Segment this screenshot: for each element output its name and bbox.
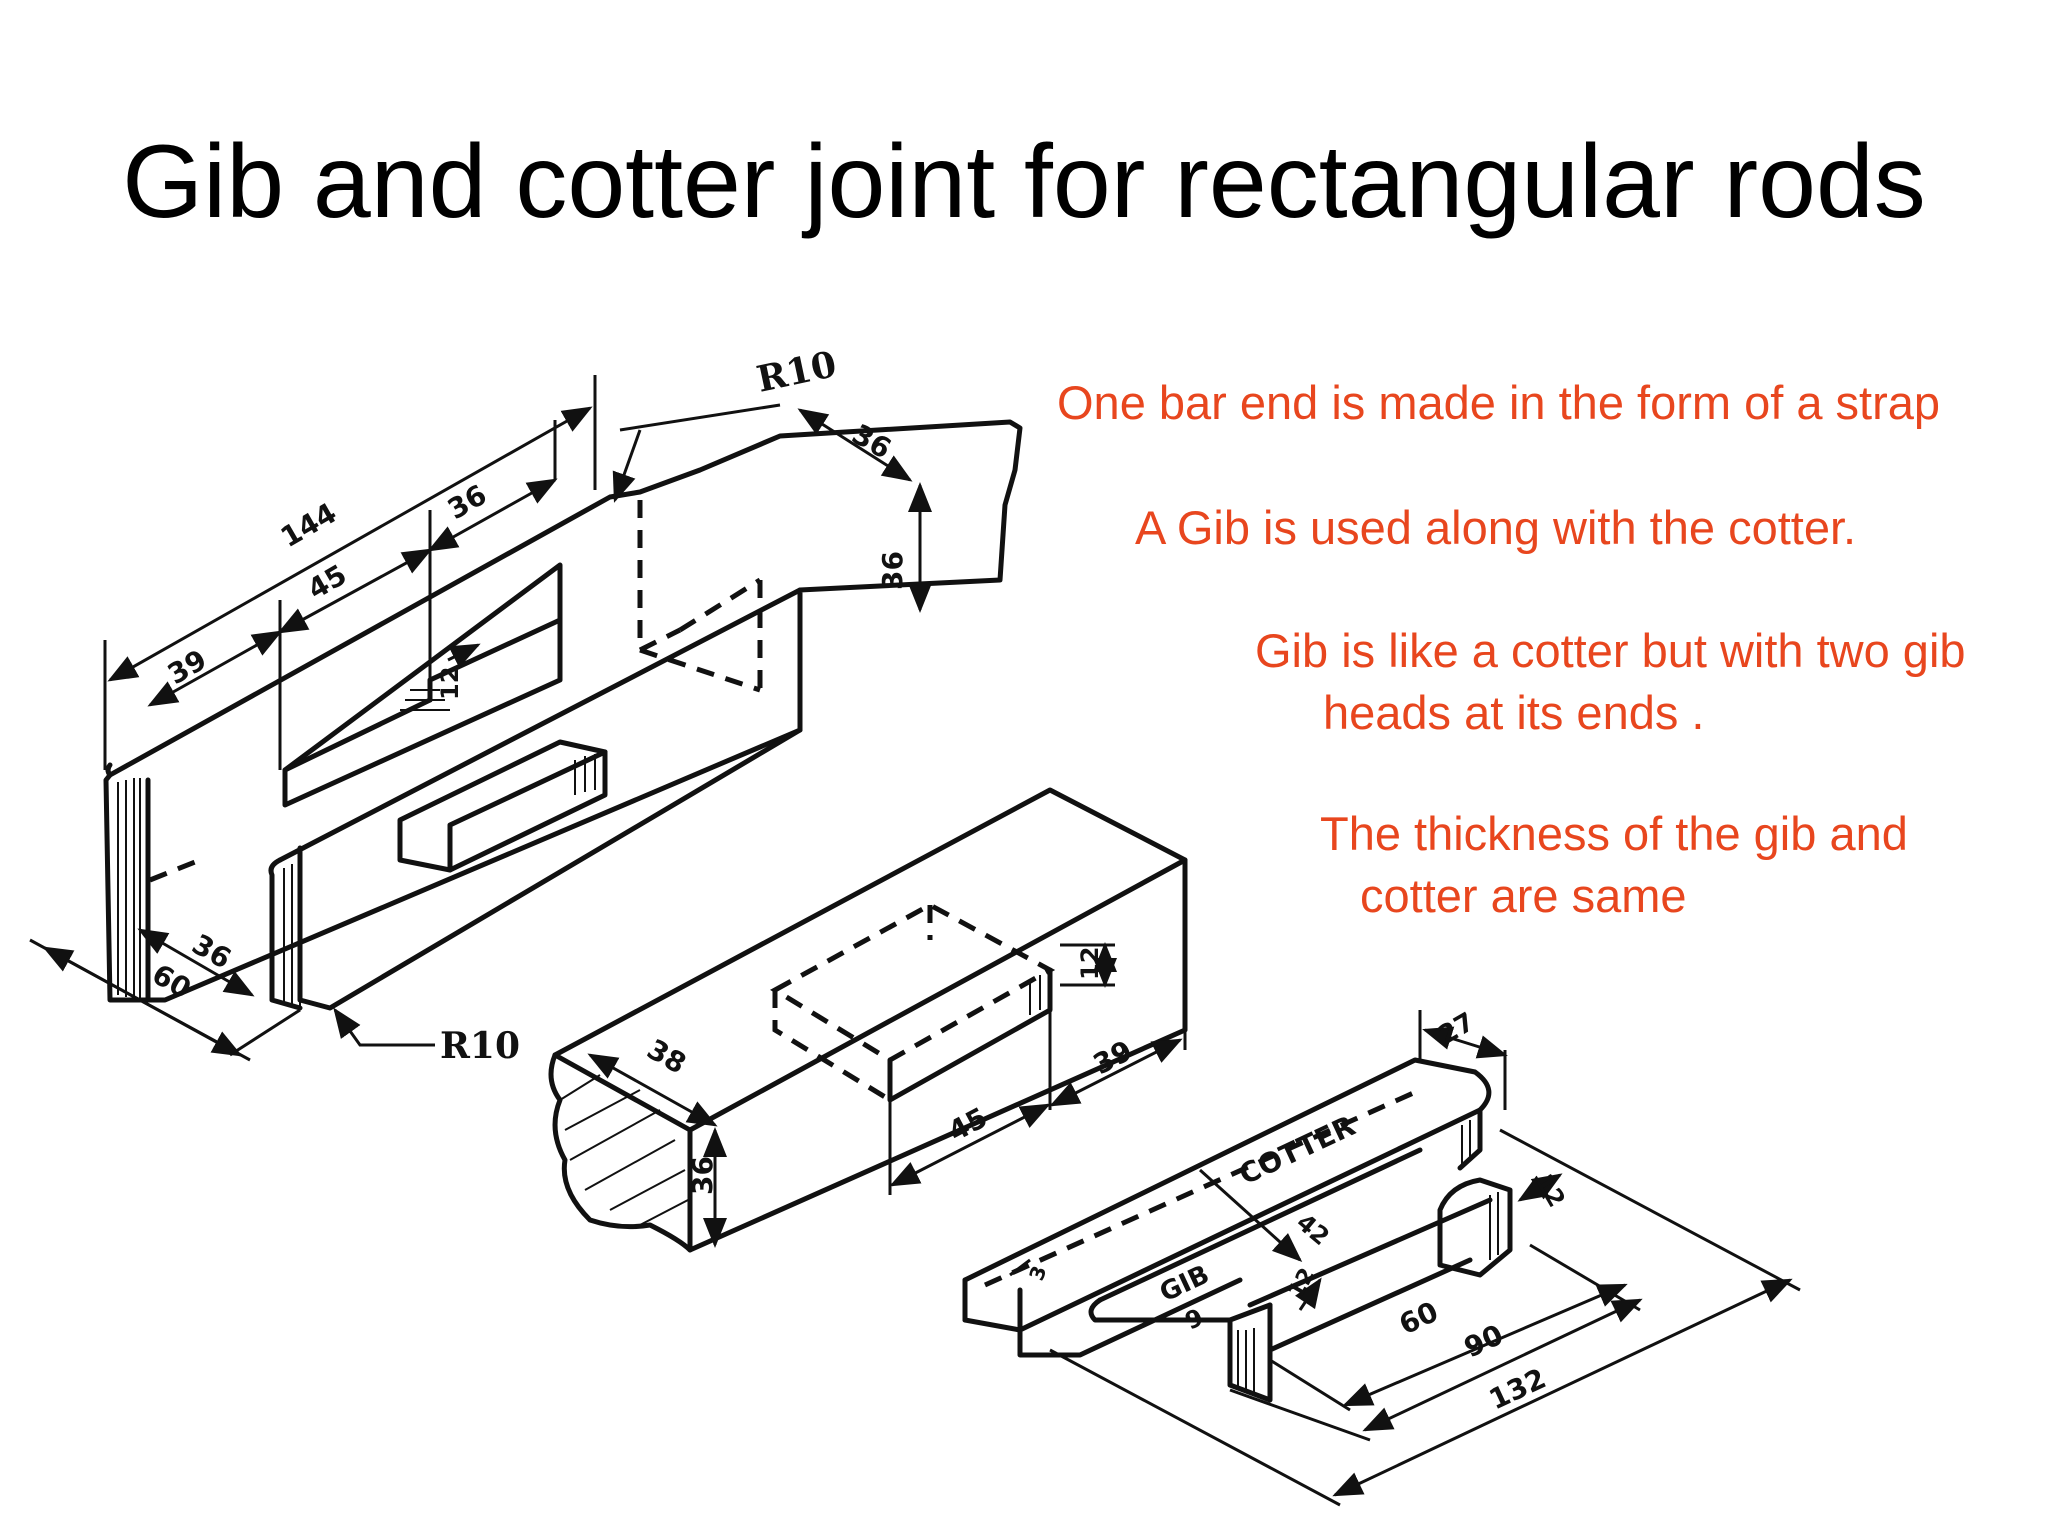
label-rod-12: 12 [1076, 947, 1104, 980]
label-36-width: 36 [847, 417, 897, 465]
label-rod-36: 36 [686, 1156, 719, 1195]
rod-part: 38 36 12 45 39 [548, 787, 1188, 1253]
strap-part: R10 144 36 45 39 12 36 36 36 60 R10 [29, 343, 1023, 1067]
label-42: 42 [1291, 1208, 1335, 1251]
label-rod-39: 39 [1088, 1034, 1138, 1081]
slide-title: Gib and cotter joint for rectangular rod… [122, 124, 1926, 240]
label-144: 144 [275, 496, 342, 554]
label-12-mid: 12 [1284, 1264, 1321, 1303]
note-strap: One bar end is made in the form of a str… [1057, 372, 1940, 434]
label-39: 39 [162, 643, 212, 691]
label-36-base: 36 [187, 927, 237, 975]
note-thickness: The thickness of the gib and cotter are … [1320, 803, 1908, 927]
label-60: 60 [1394, 1295, 1443, 1341]
note-gib-used: A Gib is used along with the cotter. [1135, 497, 1856, 559]
gib-cotter-part: COTTER GIB 27 12 42 12 9 3 60 90 132 [962, 1007, 1801, 1507]
note-gib-like-cotter-line2: heads at its ends . [1323, 686, 1705, 739]
label-rod-38: 38 [642, 1032, 692, 1080]
label-12-right: 12 [1530, 1169, 1571, 1212]
note-thickness-line2: cotter are same [1360, 869, 1687, 922]
label-r10-top: R10 [753, 343, 840, 401]
label-90: 90 [1459, 1318, 1508, 1364]
label-r10-bottom: R10 [440, 1025, 520, 1067]
label-3: 3 [1024, 1262, 1051, 1283]
note-gib-used-line1: A Gib is used along with the cotter. [1135, 501, 1857, 554]
note-thickness-line1: The thickness of the gib and [1320, 807, 1908, 860]
label-12: 12 [436, 667, 464, 700]
note-strap-line1: One bar end is made in the form of a str… [1057, 376, 1941, 429]
label-gib: GIB [1155, 1260, 1214, 1309]
note-gib-like-cotter-line1: Gib is like a cotter but with two gib [1255, 624, 1966, 677]
note-gib-like-cotter: Gib is like a cotter but with two gib he… [1255, 620, 1966, 744]
label-36-height: 36 [876, 551, 909, 590]
label-rod-45: 45 [943, 1101, 993, 1148]
